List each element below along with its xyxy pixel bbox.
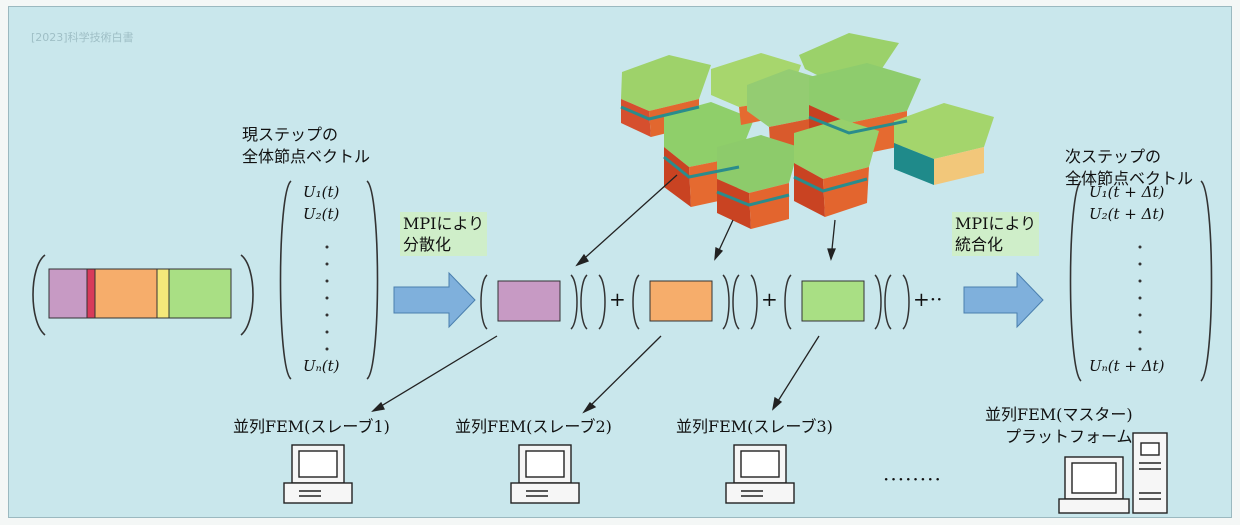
next-un: Uₙ(t + Δt) — [1089, 357, 1165, 375]
current-u1: U₁(t) — [303, 183, 340, 201]
segment-green — [168, 268, 232, 319]
subvector-to-computer-arrows — [371, 335, 820, 414]
terrain-blocks-illustration — [620, 33, 994, 229]
next-vector-title-line2: 全体節点ベクトル — [1065, 169, 1194, 188]
current-un: Uₙ(t) — [303, 357, 340, 375]
gather-arrow — [963, 271, 1044, 329]
next-vector-brackets — [1069, 180, 1213, 382]
more-computers-ellipsis: ········ — [883, 467, 942, 491]
mpi-scatter-line2: 分散化 — [403, 235, 452, 254]
segment-red — [86, 268, 96, 319]
segment-orange — [94, 268, 158, 319]
slave-computer-2 — [510, 444, 580, 504]
master-label-line1: 並列FEM(マスター) — [985, 405, 1133, 424]
mpi-gather-label: MPIにより 統合化 — [952, 212, 1040, 256]
plus-more: +·· — [913, 287, 943, 311]
segment-purple — [48, 268, 88, 319]
diagram-graphics — [32, 33, 1213, 514]
next-vector-title-line1: 次ステップの — [1065, 147, 1162, 166]
slave-2-label: 並列FEM(スレーブ2) — [455, 417, 612, 436]
slave-1-label: 並列FEM(スレーブ1) — [233, 417, 390, 436]
sub-vector-3 — [784, 274, 910, 330]
plus-sign-2: + — [761, 287, 778, 311]
mpi-scatter-label: MPIにより 分散化 — [400, 212, 488, 256]
source-stamp: [2023]科学技術白書 — [31, 31, 134, 44]
next-u1: U₁(t + Δt) — [1089, 183, 1165, 201]
global-vector-bar — [32, 254, 254, 336]
plus-sign-1: + — [609, 287, 626, 311]
slave-computer-1 — [283, 444, 353, 504]
slave-computer-3 — [725, 444, 795, 504]
terrain-to-subvector-arrows — [575, 174, 836, 267]
sub-vector-1 — [480, 274, 606, 330]
current-vector-title-line1: 現ステップの — [242, 125, 339, 144]
sub-vector-2 — [632, 274, 758, 330]
current-u2: U₂(t) — [303, 205, 340, 223]
current-vector-title-line2: 全体節点ベクトル — [242, 147, 371, 166]
slave-3-label: 並列FEM(スレーブ3) — [676, 417, 833, 436]
mpi-gather-line2: 統合化 — [955, 235, 1004, 254]
master-computer — [1058, 432, 1168, 514]
segment-yellow — [156, 268, 170, 319]
mpi-scatter-line1: MPIにより — [403, 214, 485, 233]
diagram-panel: [2023]科学技術白書 — [8, 6, 1232, 518]
scatter-arrow — [393, 271, 476, 329]
next-u2: U₂(t + Δt) — [1089, 205, 1165, 223]
mpi-gather-line1: MPIにより — [955, 214, 1037, 233]
current-vector-brackets — [279, 180, 379, 380]
master-label-line2: プラットフォーム — [1005, 427, 1133, 446]
